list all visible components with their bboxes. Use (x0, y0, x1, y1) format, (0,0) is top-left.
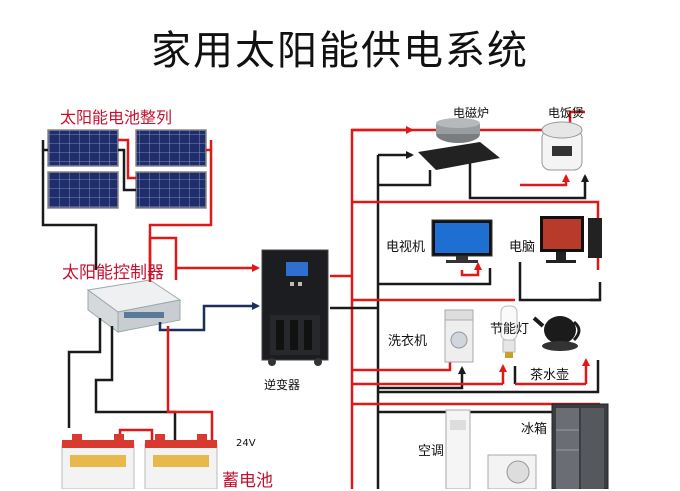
battery-left (61, 434, 135, 489)
rice-cooker (541, 121, 583, 171)
computer (540, 216, 602, 263)
solar-panel (135, 129, 207, 167)
label-rice-cooker: 电饭煲 (548, 106, 585, 120)
solar-controller-device (86, 279, 182, 333)
label-kettle: 茶水壶 (530, 368, 570, 383)
label-tv: 电视机 (386, 240, 426, 255)
wire-controller-to-inverter-red (148, 236, 260, 282)
washing-machine (444, 309, 474, 363)
battery-wiring (67, 318, 214, 440)
television (431, 219, 493, 263)
air-conditioner (445, 409, 537, 489)
battery-right (144, 434, 218, 489)
label-battery: 蓄电池 (222, 471, 273, 491)
label-lamp: 节能灯 (490, 322, 530, 337)
label-voltage: 24V (236, 438, 256, 449)
solar-panel-array (47, 129, 207, 209)
page-title: 家用太阳能供电系统 (151, 28, 529, 74)
induction-cooker (418, 118, 500, 170)
label-inverter: 逆变器 (264, 378, 301, 392)
label-washer: 洗衣机 (388, 334, 428, 349)
refrigerator (551, 403, 609, 489)
wire-controller-to-inverter-navy (158, 302, 260, 332)
solar-panel (135, 171, 207, 209)
label-fridge: 冰箱 (521, 422, 548, 437)
label-ac: 空调 (418, 444, 445, 459)
solar-panel (47, 171, 119, 209)
energy-saving-lamp (500, 305, 518, 358)
label-solar-array: 太阳能电池整列 (60, 108, 173, 127)
tea-kettle (532, 316, 581, 351)
inverter-device (261, 249, 329, 366)
solar-panel (47, 129, 119, 167)
label-controller: 太阳能控制器 (62, 263, 164, 283)
row3-wiring (352, 298, 600, 394)
label-computer: 电脑 (509, 240, 536, 255)
label-induction-cooker: 电磁炉 (453, 106, 490, 120)
